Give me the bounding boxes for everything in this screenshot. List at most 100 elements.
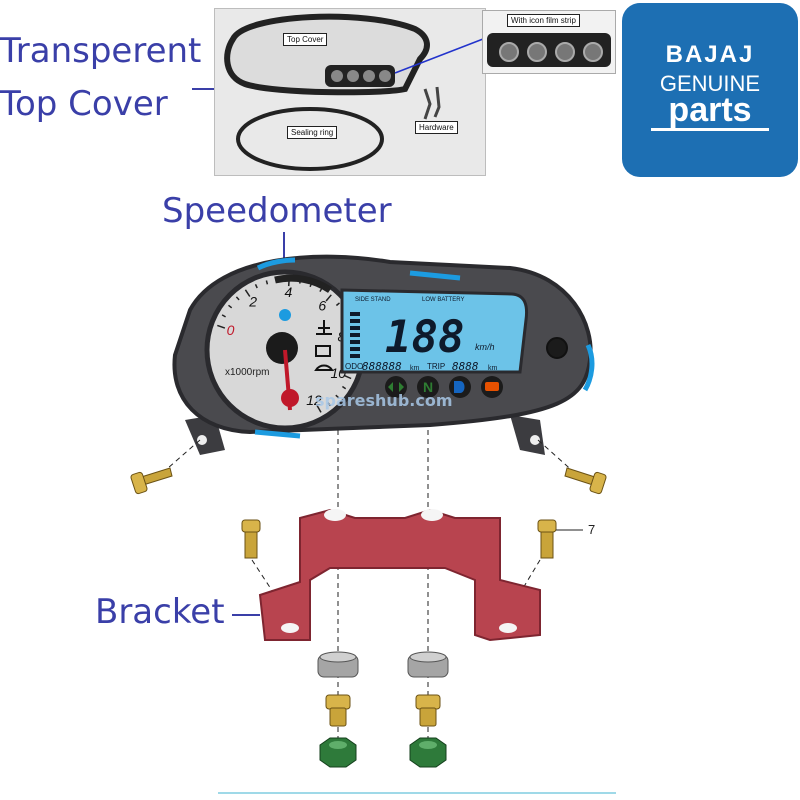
speedometer-drawing: 024681012 x1000rpm SIDE STAND LOW BATTER… bbox=[172, 254, 595, 455]
logo-genuine: GENUINE bbox=[659, 71, 761, 96]
side-stand-icon bbox=[316, 320, 332, 335]
grommet-left bbox=[317, 651, 359, 678]
tach-tick bbox=[287, 278, 290, 287]
tach-tick bbox=[325, 294, 332, 302]
screw-right bbox=[564, 467, 607, 495]
tach-tick bbox=[254, 283, 258, 289]
brand-emblem-icon bbox=[279, 309, 291, 321]
rpm-unit: x1000rpm bbox=[225, 367, 269, 378]
icon-film-strip bbox=[487, 33, 611, 67]
top-cover-tag: Top Cover bbox=[283, 33, 328, 46]
odo-label: ODO bbox=[345, 362, 363, 371]
status-icons bbox=[314, 320, 334, 371]
tach-tick bbox=[341, 385, 347, 390]
bracket-shape bbox=[258, 508, 541, 642]
nut-right bbox=[409, 737, 447, 768]
trip-unit: km bbox=[488, 365, 498, 372]
strip-callout-line bbox=[394, 38, 484, 74]
top-cover-label-line1: Transperent bbox=[0, 31, 202, 71]
axis-line-screw-right bbox=[537, 439, 586, 483]
tach-tick bbox=[309, 282, 313, 288]
strip-dot-icon bbox=[555, 42, 575, 62]
top-cover-leader-line bbox=[192, 88, 214, 90]
accent-bottom bbox=[254, 429, 301, 439]
speedometer-leader-line bbox=[283, 232, 285, 262]
tach-number: 0 bbox=[227, 322, 235, 338]
icon-strip-inset: With icon film strip bbox=[482, 10, 616, 74]
tach-tick bbox=[319, 287, 323, 292]
tach-number: 12 bbox=[306, 392, 322, 408]
cover-parts-photo: Top Cover Sealing ring Hardware bbox=[214, 8, 486, 176]
icon-strip-tag: With icon film strip bbox=[507, 14, 580, 27]
logo-parts: parts bbox=[668, 91, 752, 129]
tach-tick bbox=[335, 394, 340, 399]
grommet-right bbox=[407, 651, 449, 678]
low-battery-label: LOW BATTERY bbox=[422, 297, 464, 303]
tach-tick bbox=[265, 280, 269, 285]
collar-right bbox=[415, 694, 441, 727]
tach-red-knob bbox=[281, 389, 299, 407]
tach-redzone bbox=[274, 274, 332, 293]
sealing-ring-shape bbox=[236, 107, 384, 171]
speed-readout: 188 bbox=[385, 312, 464, 363]
trip-value: 8888 bbox=[452, 360, 479, 373]
bracket bbox=[258, 508, 541, 642]
top-cover-label-line2: Top Cover bbox=[0, 84, 168, 124]
tach-number: 4 bbox=[285, 284, 293, 300]
screw-left bbox=[130, 467, 173, 495]
logo-brand: BAJAJ bbox=[665, 41, 755, 68]
mounting-ear-right bbox=[510, 415, 545, 455]
bracket-hole-right bbox=[421, 509, 443, 521]
cover-parts-drawing bbox=[224, 13, 484, 171]
bracket-leader-line bbox=[232, 614, 260, 616]
lcd-screen bbox=[340, 288, 529, 374]
cover-icon-strip bbox=[325, 65, 395, 87]
oil-icon bbox=[314, 364, 334, 371]
tach-tick bbox=[298, 279, 302, 284]
collar-left bbox=[325, 694, 351, 727]
accent-top-left bbox=[256, 257, 296, 271]
bolt-right bbox=[537, 519, 557, 559]
bracket-label: Bracket bbox=[95, 592, 225, 632]
bolt-left bbox=[241, 519, 261, 559]
tach-tick bbox=[327, 402, 332, 407]
tach-tick bbox=[343, 374, 352, 380]
bracket-hole-lower-right bbox=[499, 623, 517, 633]
side-stand-label: SIDE STAND bbox=[355, 297, 391, 303]
speedometer-label: Speedometer bbox=[162, 191, 392, 231]
hardware-tag: Hardware bbox=[415, 121, 458, 134]
tach-tick bbox=[316, 405, 322, 413]
tach-tick bbox=[244, 289, 251, 297]
turn-signal-icon bbox=[385, 376, 407, 398]
bajaj-genuine-parts-logo: BAJAJ GENUINE parts bbox=[622, 3, 798, 177]
hardware-shape bbox=[423, 86, 441, 120]
bottom-rule bbox=[218, 792, 616, 794]
neutral-icon bbox=[417, 376, 439, 398]
logo-swoosh bbox=[651, 128, 769, 131]
sealing-ring-tag: Sealing ring bbox=[287, 126, 338, 139]
battery-icon bbox=[315, 345, 331, 357]
tach-number: 2 bbox=[248, 294, 257, 310]
tach-number: 6 bbox=[318, 298, 326, 314]
strip-dot-icon bbox=[583, 42, 603, 62]
bracket-hole-left bbox=[324, 509, 346, 521]
watermark-text: spareshub.com bbox=[315, 391, 453, 410]
odo-value: 888888 bbox=[362, 360, 402, 373]
reset-knob-icon bbox=[546, 337, 568, 359]
neutral-text: N bbox=[423, 379, 433, 395]
accent-right bbox=[582, 343, 595, 392]
axis-line-screw-left bbox=[151, 439, 201, 483]
odo-unit: km bbox=[410, 365, 420, 372]
tach-tick bbox=[221, 314, 226, 318]
bracket-hole-lower-left bbox=[281, 623, 299, 633]
accent-top-right bbox=[409, 270, 461, 281]
tach-hub bbox=[266, 332, 298, 364]
tach-tick bbox=[228, 304, 233, 309]
speed-unit: km/h bbox=[475, 342, 495, 352]
fuel-gauge-bars bbox=[350, 312, 360, 358]
part-number-label: 7 bbox=[588, 522, 596, 537]
tach-tick bbox=[335, 302, 340, 307]
strip-dot-icon bbox=[499, 42, 519, 62]
trip-label: TRIP bbox=[427, 362, 445, 371]
